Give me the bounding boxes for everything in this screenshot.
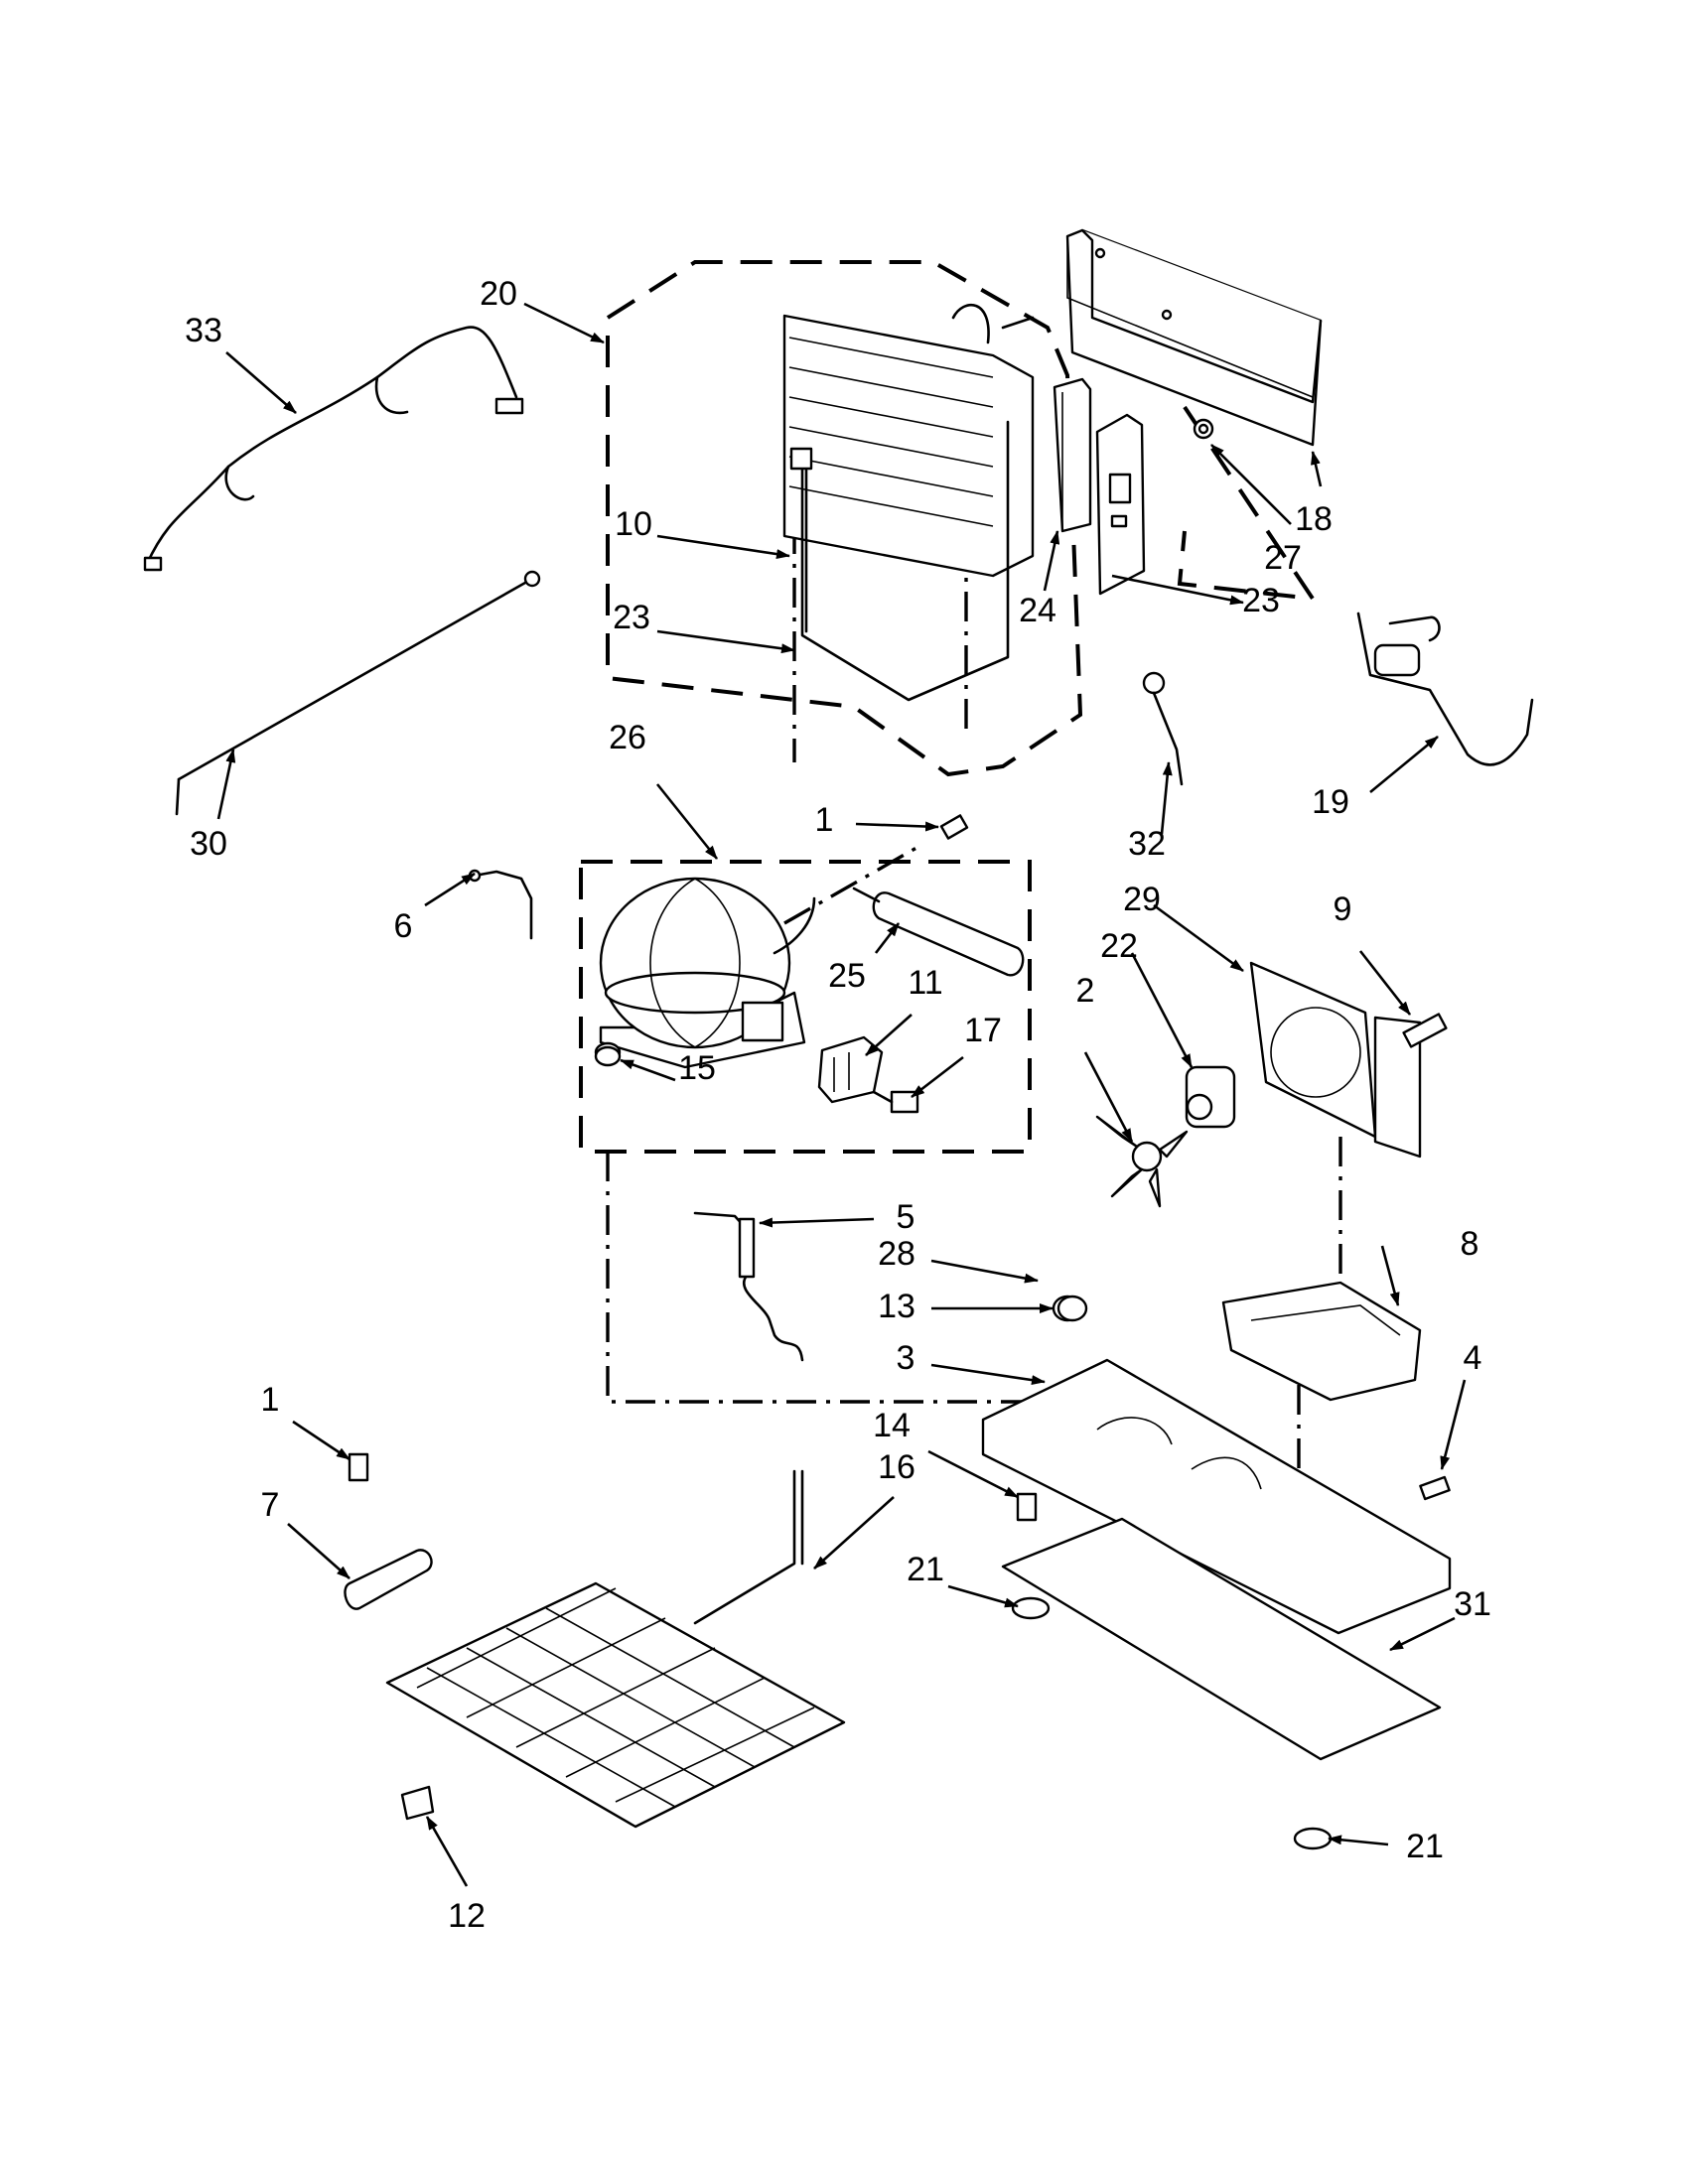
callout-7: 7 (261, 1486, 280, 1524)
part-21-foot-left (1011, 1596, 1051, 1620)
callout-2: 2 (1076, 972, 1095, 1010)
callout-17: 17 (964, 1012, 1002, 1049)
callout-23-left: 23 (613, 599, 650, 636)
part-27-grommet (1193, 418, 1214, 440)
part-14-screw (1016, 1492, 1038, 1522)
part-17-connector (872, 1090, 919, 1114)
part-1-screw-top (939, 814, 969, 840)
part-4-screw (1419, 1475, 1451, 1501)
callout-12: 12 (448, 1897, 486, 1935)
callout-3: 3 (897, 1339, 915, 1377)
callout-29: 29 (1123, 881, 1161, 918)
callout-21-right: 21 (1406, 1828, 1444, 1865)
part-16-condenser (385, 1469, 846, 1829)
part-23-bracket-right (1095, 413, 1146, 596)
callout-6: 6 (394, 907, 413, 945)
callout-19: 19 (1312, 783, 1349, 821)
part-7-sleeve (344, 1549, 433, 1610)
part-3-base-plate (981, 1358, 1452, 1635)
callout-11: 11 (908, 964, 942, 1002)
leader-arrows (216, 302, 1467, 1887)
part-24-bracket (1053, 377, 1092, 533)
callout-24: 24 (1019, 592, 1056, 629)
part-19-tube (1356, 612, 1534, 766)
part-15-grommet (594, 1041, 622, 1067)
callout-32: 32 (1128, 825, 1166, 863)
callout-8: 8 (1461, 1225, 1479, 1263)
callout-31: 31 (1454, 1585, 1491, 1623)
callout-22: 22 (1100, 927, 1138, 965)
part-29-fan-shroud (1249, 961, 1422, 1159)
part-18-drain-pan (1065, 228, 1323, 447)
part-26-compressor (599, 877, 816, 1069)
callout-9: 9 (1334, 890, 1352, 928)
part-13-grommet (1052, 1295, 1088, 1322)
part-12-clip (400, 1785, 435, 1821)
callout-27: 27 (1264, 539, 1302, 577)
callout-28: 28 (878, 1235, 915, 1273)
callout-14: 14 (873, 1407, 911, 1444)
part-22-fan-motor (1185, 1065, 1236, 1129)
callout-15: 15 (678, 1049, 716, 1087)
part-33-wire-harness (143, 326, 524, 572)
callout-20: 20 (480, 275, 517, 313)
callout-1-top: 1 (815, 801, 834, 839)
evaporator-coil (782, 303, 1035, 578)
part-31-pad (1001, 1517, 1442, 1761)
callout-10: 10 (615, 505, 652, 543)
callout-30: 30 (190, 825, 227, 863)
part-25-drier (852, 887, 1025, 977)
callout-5: 5 (897, 1198, 915, 1236)
callout-18: 18 (1295, 500, 1333, 538)
part-30-wire (175, 570, 541, 816)
callout-21-left: 21 (907, 1551, 944, 1588)
part-6-clip (468, 869, 533, 940)
evaporator-group-boundary (606, 260, 1083, 777)
callout-1-left: 1 (261, 1381, 280, 1419)
part-11-relay (817, 1035, 884, 1104)
callout-25: 25 (828, 957, 866, 995)
part-1-screw-left (348, 1452, 369, 1482)
part-32-sensor (1142, 671, 1184, 786)
callout-33: 33 (185, 312, 222, 349)
callout-13: 13 (878, 1288, 915, 1325)
callout-4: 4 (1464, 1339, 1482, 1377)
system-dashdot-line (606, 1152, 1033, 1404)
callout-16: 16 (878, 1448, 915, 1486)
callout-23-right: 23 (1242, 582, 1280, 619)
part-5-tube (693, 1211, 804, 1362)
part-8-bracket (1221, 1281, 1422, 1402)
drain-pan-boundary (1177, 405, 1318, 602)
part-10-defrost-heater (789, 420, 1010, 702)
part-9-screw (1402, 1013, 1448, 1048)
callout-26: 26 (609, 719, 646, 756)
part-2-fan-blade (1095, 1115, 1189, 1208)
compressor-group-boundary (579, 860, 1032, 1154)
part-21-foot-right (1293, 1827, 1333, 1850)
